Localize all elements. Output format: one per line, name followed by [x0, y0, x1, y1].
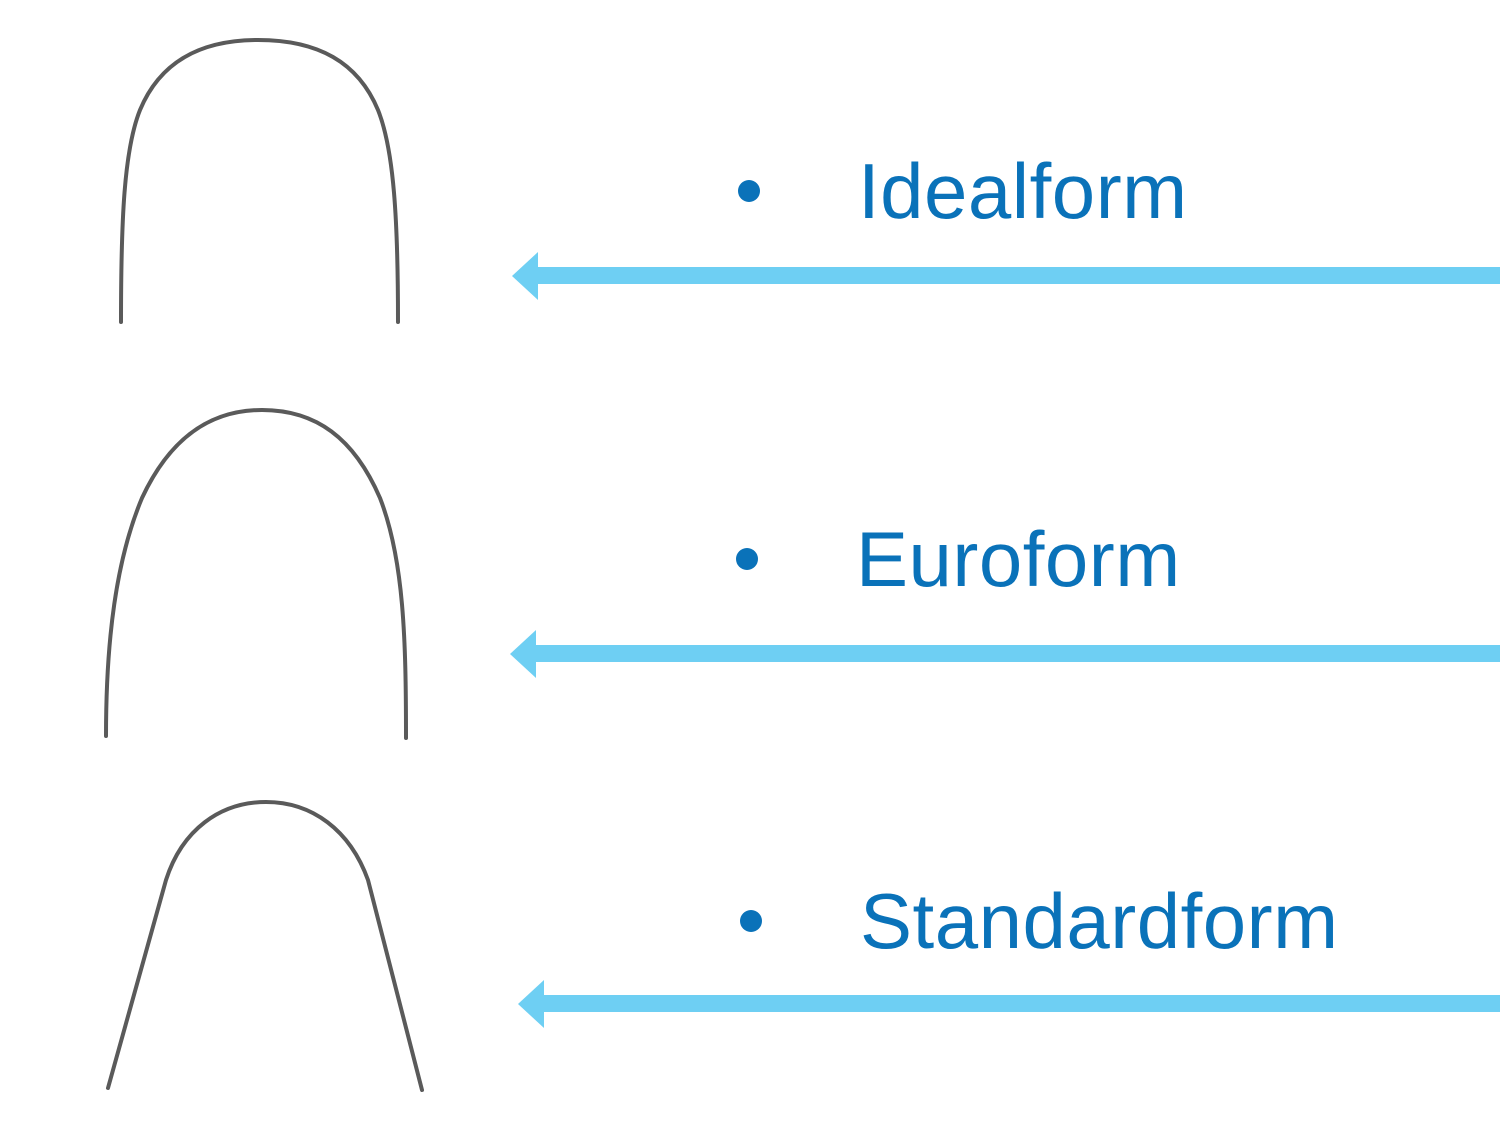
bullet-icon — [740, 910, 762, 932]
arrow-standardform — [518, 980, 1500, 1028]
arrow-idealform — [512, 252, 1500, 300]
arch-wire-ideal-icon — [119, 37, 400, 324]
bullet-icon — [738, 180, 760, 202]
form-label: Euroform — [856, 515, 1181, 603]
arch-wire-standard-icon — [106, 800, 424, 1092]
form-label: Idealform — [858, 147, 1188, 235]
form-label-row: Standardform — [740, 882, 1339, 960]
arch-wire-euro-icon — [104, 407, 408, 740]
form-label: Standardform — [860, 877, 1339, 965]
form-label-row: Euroform — [736, 520, 1181, 598]
form-label-row: Idealform — [738, 152, 1188, 230]
bullet-icon — [736, 548, 758, 570]
arrow-euroform — [510, 630, 1500, 678]
